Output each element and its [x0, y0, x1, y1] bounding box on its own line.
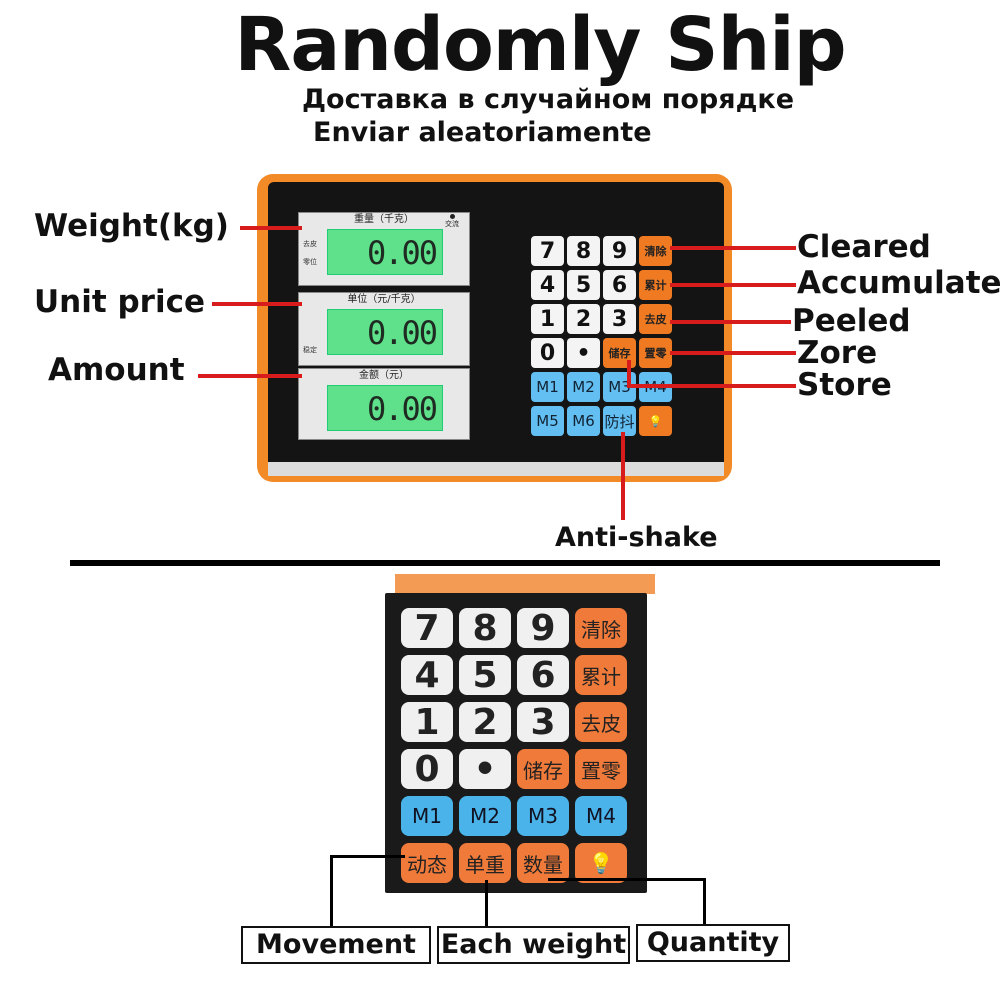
scale-key[interactable]: 3: [603, 304, 636, 334]
amount-callout-line: [198, 374, 302, 378]
stable-indicator-label: 稳定: [303, 346, 317, 354]
scale-key[interactable]: M6: [567, 406, 600, 436]
label-unit-price: Unit price: [34, 284, 205, 320]
keypad-key[interactable]: 单重: [459, 843, 511, 883]
movement-callout-horizontal: [330, 855, 405, 858]
scale-key[interactable]: M1: [531, 372, 564, 402]
cleared-callout-line: [670, 246, 796, 250]
scale-key[interactable]: 清除: [639, 236, 672, 266]
amount-lcd: 0.00: [327, 385, 443, 431]
section-divider: [70, 560, 940, 566]
keypad-key[interactable]: 清除: [575, 608, 627, 648]
light-icon[interactable]: 💡: [575, 843, 627, 883]
scale-key[interactable]: 4: [531, 270, 564, 300]
amount-value: 0.00: [366, 390, 438, 428]
weight-display-header: 重量（千克）: [354, 214, 414, 225]
scale-key[interactable]: •: [567, 338, 600, 368]
keypad-key[interactable]: 动态: [401, 843, 453, 883]
each-weight-callout-vertical: [485, 880, 488, 928]
scale-key[interactable]: 去皮: [639, 304, 672, 334]
peeled-callout-line: [670, 320, 791, 324]
label-movement: Movement: [241, 926, 431, 964]
keypad-key[interactable]: M2: [459, 796, 511, 836]
keypad-key[interactable]: 8: [459, 608, 511, 649]
scale-key[interactable]: M2: [567, 372, 600, 402]
scale-key[interactable]: 储存: [603, 338, 636, 368]
keypad-key[interactable]: 9: [517, 608, 569, 649]
label-peeled: Peeled: [792, 303, 911, 339]
weight-value: 0.00: [366, 234, 438, 272]
weight-callout-line: [240, 226, 302, 230]
page-title: Randomly Ship: [234, 2, 846, 88]
label-cleared: Cleared: [797, 229, 931, 265]
ac-indicator-label: 交流: [445, 220, 459, 228]
scale-key[interactable]: 7: [531, 236, 564, 266]
keypad-key[interactable]: 5: [459, 655, 511, 696]
scale-key[interactable]: 8: [567, 236, 600, 266]
keypad-key[interactable]: 2: [459, 702, 511, 743]
scale-key[interactable]: 置零: [639, 338, 672, 368]
keypad-key[interactable]: M4: [575, 796, 627, 836]
weight-display: 重量（千克） 去皮 零位 0.00: [298, 212, 470, 286]
keypad-key[interactable]: 累计: [575, 655, 627, 695]
subtitle-spanish: Enviar aleatoriamente: [313, 117, 652, 148]
unit-price-value: 0.00: [366, 314, 438, 352]
keypad-key[interactable]: 6: [517, 655, 569, 696]
label-weight: Weight(kg): [34, 208, 229, 244]
movement-callout-vertical: [330, 855, 333, 929]
weight-lcd: 0.00: [327, 229, 443, 275]
scale-key[interactable]: 6: [603, 270, 636, 300]
keypad-key[interactable]: 数量: [517, 843, 569, 883]
label-each-weight: Each weight: [437, 926, 630, 964]
scale-key[interactable]: 9: [603, 236, 636, 266]
label-store: Store: [797, 367, 892, 403]
amount-display-header: 金额（元）: [359, 370, 409, 381]
amount-display: 金额（元） 0.00: [298, 368, 470, 440]
scale-key[interactable]: 累计: [639, 270, 672, 300]
scale-key[interactable]: M3: [603, 372, 636, 402]
keypad-key[interactable]: 7: [401, 608, 453, 649]
keypad-key[interactable]: •: [459, 749, 511, 790]
keypad-key[interactable]: 储存: [517, 749, 569, 789]
ac-indicator: 交流: [442, 212, 462, 229]
subtitle-russian: Доставка в случайном порядке: [302, 84, 795, 115]
scale-panel-base: [268, 462, 724, 476]
keypad-key[interactable]: M1: [401, 796, 453, 836]
anti-shake-callout-line: [621, 432, 625, 520]
tare-indicator-label: 去皮: [303, 240, 317, 248]
keypad-key[interactable]: M3: [517, 796, 569, 836]
zore-callout-line: [670, 351, 796, 355]
keypad-top-strip: [395, 574, 655, 594]
zero-indicator-label: 零位: [303, 258, 317, 266]
keypad-key[interactable]: 1: [401, 702, 453, 743]
light-icon[interactable]: 💡: [639, 406, 672, 436]
keypad-key[interactable]: 0: [401, 749, 453, 790]
store-callout-line: [627, 384, 796, 388]
scale-key[interactable]: 5: [567, 270, 600, 300]
label-accumulate: Accumulate: [797, 265, 1000, 301]
unit-price-display-header: 单位（元/千克）: [347, 294, 421, 305]
keypad-key[interactable]: 置零: [575, 749, 627, 789]
keypad-key[interactable]: 4: [401, 655, 453, 696]
label-zore: Zore: [797, 335, 878, 371]
unit-price-callout-line: [212, 302, 302, 306]
quantity-callout-vertical: [703, 878, 706, 926]
label-amount: Amount: [48, 352, 185, 388]
keypad-key[interactable]: 3: [517, 702, 569, 743]
accumulate-callout-line: [670, 283, 796, 287]
scale-key[interactable]: 1: [531, 304, 564, 334]
scale-key[interactable]: 防抖: [603, 406, 636, 436]
label-quantity: Quantity: [636, 924, 790, 962]
scale-key[interactable]: 2: [567, 304, 600, 334]
quantity-callout-horizontal: [548, 878, 706, 881]
label-anti-shake: Anti-shake: [555, 522, 718, 553]
scale-key[interactable]: M5: [531, 406, 564, 436]
unit-price-display: 单位（元/千克） 稳定 0.00: [298, 292, 470, 366]
scale-key[interactable]: 0: [531, 338, 564, 368]
keypad-key[interactable]: 去皮: [575, 702, 627, 742]
unit-price-lcd: 0.00: [327, 309, 443, 355]
store-callout-stem: [627, 360, 631, 388]
ac-indicator-dot: [449, 214, 455, 219]
